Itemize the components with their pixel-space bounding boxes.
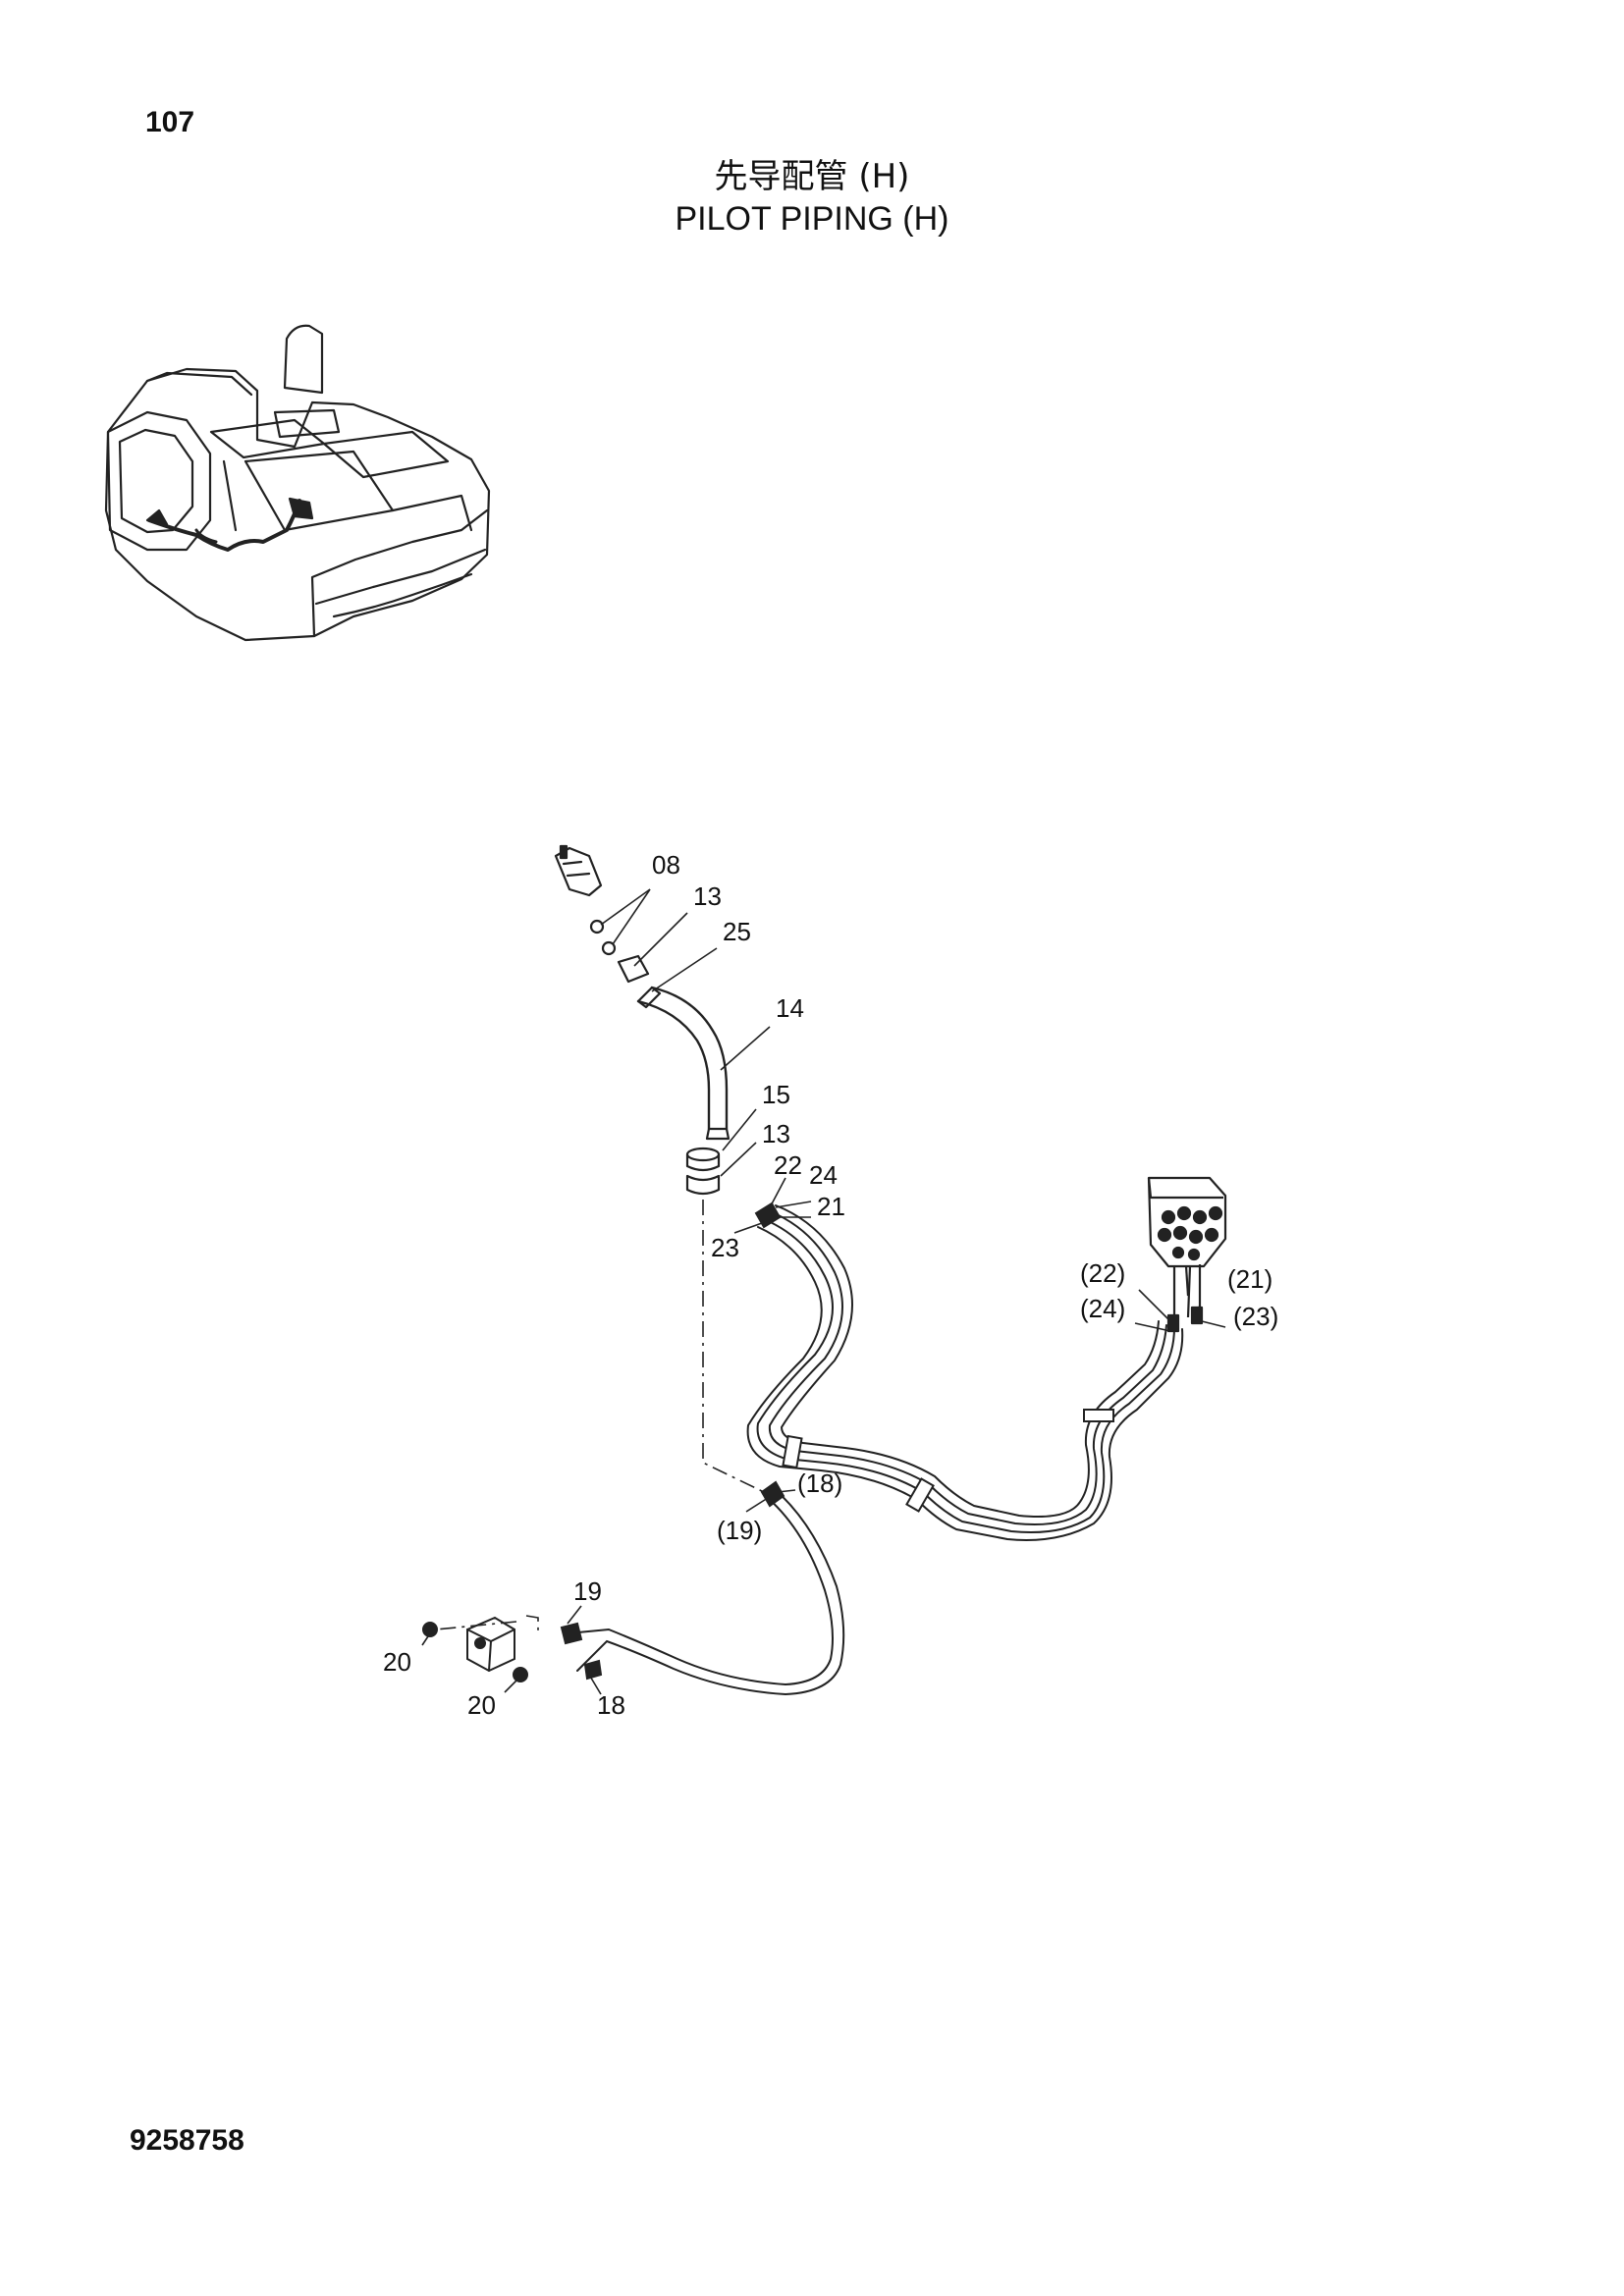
callout-13-lower: 13: [762, 1119, 790, 1148]
pilot-control-valve: [1147, 1176, 1227, 1333]
callout-14: 14: [776, 993, 804, 1023]
callout-19-ref: (19): [717, 1516, 762, 1545]
callout-25: 25: [723, 917, 751, 946]
callout-08: 08: [652, 850, 680, 880]
diagram-title-english: PILOT PIPING (H): [675, 200, 949, 238]
callout-labels: 08 13 25 14 15 13 22 24 21 23 (22) (24) …: [383, 850, 1278, 1720]
callout-20-left: 20: [383, 1647, 411, 1677]
callout-23: 23: [711, 1233, 739, 1262]
document-code: 9258758: [130, 2124, 244, 2157]
callout-13-upper: 13: [693, 881, 722, 911]
assembly-dashed-lines: [435, 1200, 765, 1633]
callout-23-ref: (23): [1233, 1302, 1278, 1331]
leader-lines: [421, 888, 1226, 1695]
callout-18: 18: [597, 1690, 625, 1720]
lower-hose-branch: [422, 1480, 845, 1696]
callout-22-ref: (22): [1080, 1258, 1125, 1288]
callout-18-ref: (18): [797, 1468, 842, 1498]
callout-19: 19: [573, 1576, 602, 1606]
callout-24: 24: [809, 1160, 838, 1190]
callout-21-ref: (21): [1227, 1264, 1272, 1294]
diagram-title-chinese: 先导配管 (H): [714, 157, 910, 196]
callout-22: 22: [774, 1150, 802, 1180]
callout-15: 15: [762, 1080, 790, 1109]
page-number: 107: [145, 106, 195, 138]
pilot-elbow-assembly: [554, 844, 731, 1196]
hose-bundle: [746, 1201, 1184, 1541]
callout-24-ref: (24): [1080, 1294, 1125, 1323]
machine-overview-sketch: [104, 324, 491, 642]
callout-21: 21: [817, 1192, 845, 1221]
callout-20-bottom: 20: [467, 1690, 496, 1720]
